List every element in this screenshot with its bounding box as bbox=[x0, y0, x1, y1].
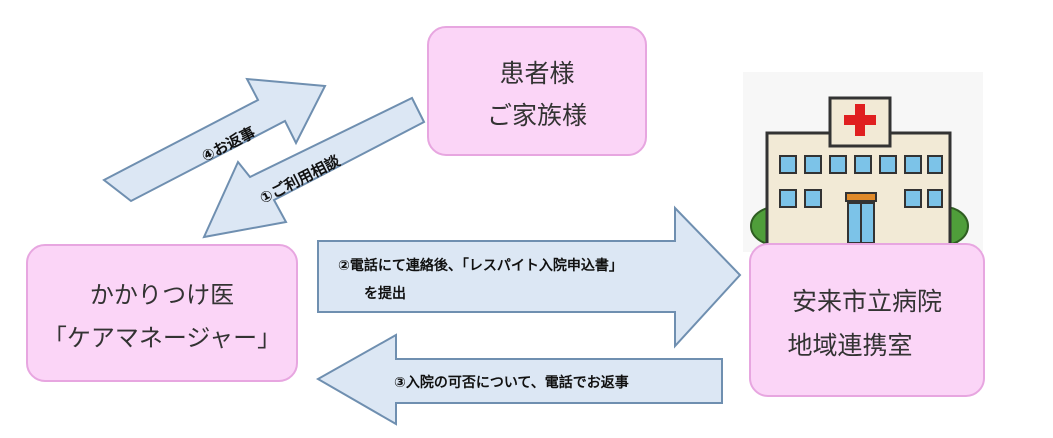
patient-line1: 患者様 bbox=[499, 59, 574, 88]
doctor-line1: かかりつけ医 bbox=[90, 281, 234, 309]
arrow-application-line2: を提出 bbox=[364, 285, 406, 302]
arrow-hospital-reply-label: ③入院の可否について、電話でお返事 bbox=[394, 374, 629, 391]
arrow-application: ②電話にて連絡後、「レスパイト入院申込書」 を提出 bbox=[318, 208, 740, 346]
doctor-line2: 「ケアマネージャー」 bbox=[43, 324, 281, 352]
hospital-building-illustration bbox=[743, 72, 983, 252]
arrow-application-line1: ②電話にて連絡後、「レスパイト入院申込書」 bbox=[338, 257, 623, 274]
hospital-line1: 安来市立病院 bbox=[792, 287, 942, 316]
node-patient: 患者様 ご家族様 bbox=[428, 27, 646, 155]
node-hospital: 安来市立病院 地域連携室 bbox=[750, 244, 984, 396]
patient-line2: ご家族様 bbox=[487, 101, 587, 130]
arrow-hospital-reply: ③入院の可否について、電話でお返事 bbox=[318, 335, 722, 424]
hospital-line2: 地域連携室 bbox=[787, 331, 912, 360]
node-doctor: かかりつけ医 「ケアマネージャー」 bbox=[27, 245, 297, 381]
